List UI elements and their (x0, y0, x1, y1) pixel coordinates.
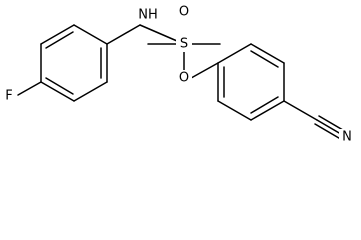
sulfur-atom-label: S (180, 37, 188, 52)
bond (250, 43, 285, 64)
cyanophenyl-ring (217, 43, 285, 121)
oxygen-bottom-label: O (179, 71, 189, 86)
fluorine-atom-label: F (5, 89, 12, 104)
bond (250, 50, 279, 68)
bond (250, 96, 279, 114)
bond (217, 100, 252, 121)
bond (40, 81, 75, 102)
oxygen-top-label: O (179, 5, 189, 20)
bond (45, 77, 74, 95)
bond (73, 81, 108, 102)
bond (217, 43, 252, 64)
bond (17, 81, 42, 96)
nitrile-triple-bond (283, 100, 349, 142)
amine-nh-label: NH (138, 8, 158, 23)
bond (40, 24, 75, 45)
chemical-structure-diagram: F NH S O O N (5, 4, 352, 145)
bond (250, 100, 285, 121)
bond (45, 31, 74, 49)
bond (283, 100, 318, 121)
fluorophenyl-ring (40, 24, 108, 102)
nitrile-nitrogen-label: N (342, 130, 352, 145)
bond (106, 24, 141, 45)
bond (73, 24, 108, 45)
